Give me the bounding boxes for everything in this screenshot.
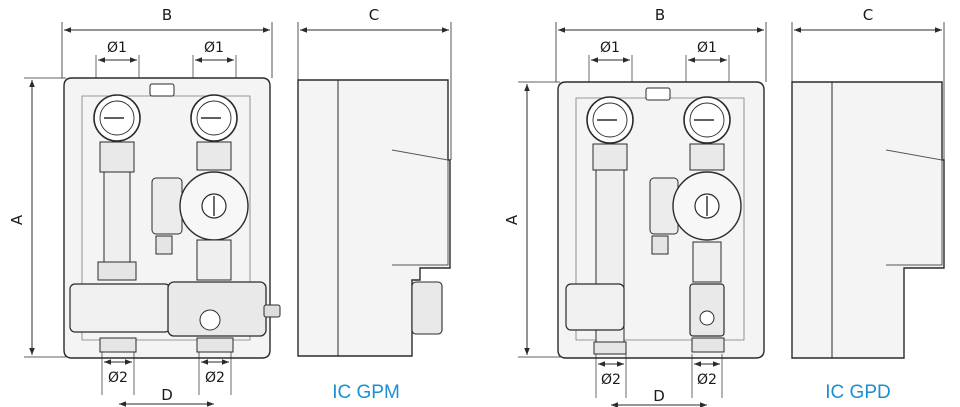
dim-label-b: B	[655, 6, 665, 24]
valve-body-left	[592, 143, 628, 171]
actuator-side	[411, 281, 443, 335]
valve-actuator	[167, 281, 267, 337]
dim-label-d1-b: Ø1	[204, 40, 224, 56]
dim-label-d1-a: Ø1	[600, 40, 620, 56]
bottom-connection-left	[593, 341, 627, 355]
model-caption: IC GPD	[825, 382, 890, 403]
drawing-ic-gpd: B C Ø1 Ø1 A	[503, 6, 945, 407]
pump-terminal-box	[151, 177, 183, 235]
inner-contour	[81, 95, 251, 341]
dim-label-b: B	[162, 6, 172, 24]
dim-label-c: C	[863, 6, 873, 24]
bottom-connection-right	[691, 337, 725, 353]
dim-label-d2-b: Ø2	[205, 370, 225, 386]
valve-body-left	[99, 141, 135, 173]
pipe-left	[103, 171, 131, 263]
cable-gland	[651, 235, 669, 255]
drawing-ic-gpm: B C Ø1 Ø1 A	[8, 6, 452, 407]
insulation-shell-side	[791, 81, 945, 359]
dim-label-d2-b: Ø2	[697, 372, 717, 388]
pipe-right	[692, 241, 722, 283]
model-caption: IC GPM	[332, 382, 400, 403]
actuator-lever	[263, 304, 281, 318]
dim-label-d: D	[161, 386, 173, 404]
valve-body-right	[689, 143, 725, 171]
bypass-insulation	[565, 283, 625, 331]
label-slot	[149, 83, 175, 97]
bottom-connection-left	[99, 337, 137, 353]
actuator-dial	[199, 309, 221, 331]
dim-label-d: D	[653, 387, 665, 405]
dim-label-d2-a: Ø2	[108, 370, 128, 386]
dim-label-a: A	[8, 214, 26, 225]
thermometer-dial	[196, 100, 232, 136]
side-step	[391, 149, 449, 266]
dim-label-a: A	[503, 214, 521, 225]
thermometer-dial	[99, 100, 135, 136]
pipe-fitting-left	[97, 261, 137, 281]
valve-body-right	[196, 141, 232, 171]
dim-label-d1-b: Ø1	[697, 40, 717, 56]
label-slot	[645, 87, 671, 101]
dim-label-c: C	[369, 6, 379, 24]
pipe-right	[196, 239, 232, 281]
valve-knob	[699, 310, 715, 326]
mixing-valve-insulation	[69, 283, 171, 333]
bottom-connection-right	[196, 337, 234, 353]
side-step	[885, 149, 943, 266]
thermometer-dial	[689, 102, 725, 138]
inner-contour	[575, 97, 745, 341]
thermometer-dial	[592, 102, 628, 138]
differential-valve	[689, 283, 725, 337]
cable-gland	[155, 235, 173, 255]
dim-label-d1-a: Ø1	[107, 40, 127, 56]
dim-label-d2-a: Ø2	[601, 372, 621, 388]
